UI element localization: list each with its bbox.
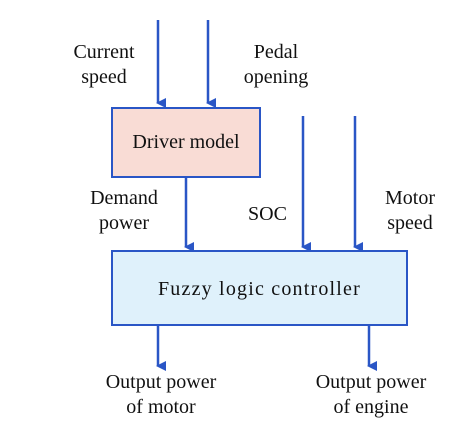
demand-power-label-line1: Demand [90,187,158,209]
output-motor-label-line2: of motor [126,396,196,418]
pedal-opening-label-line1: Pedal [253,41,299,63]
output-engine-label-line1: Output power [315,371,427,393]
pedal-opening-label-line2: opening [243,66,309,88]
output-motor-label-line1: Output power [105,371,217,393]
driver-model-block: Driver model [111,107,261,178]
output-engine-label-line2: of engine [333,396,409,418]
motor-speed-label-line2: speed [387,212,433,234]
fuzzy-logic-controller-block: Fuzzy logic controller [111,250,408,326]
fuzzy-logic-controller-label: Fuzzy logic controller [157,278,361,300]
current-speed-label-line1: Current [73,41,135,63]
demand-power-label-line2: power [99,212,149,234]
motor-speed-label-line1: Motor [385,187,435,209]
current-speed-label-line2: speed [81,66,127,88]
driver-model-label: Driver model [132,131,240,153]
soc-label: SOC [248,203,287,225]
